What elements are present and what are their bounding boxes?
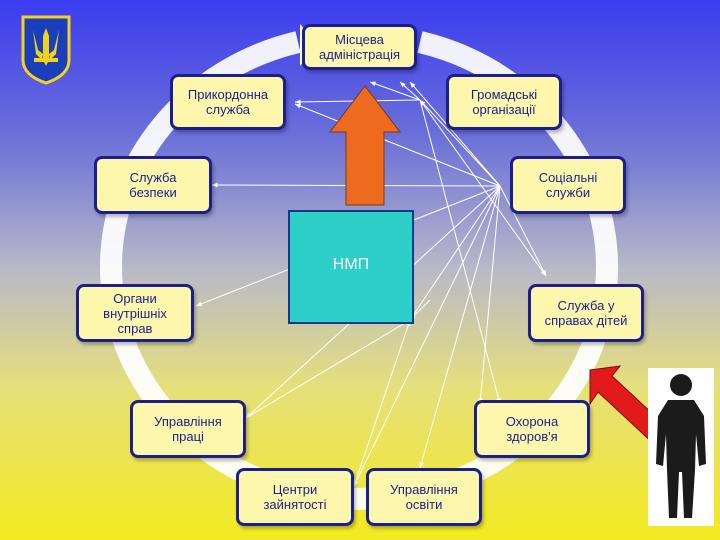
node-public-orgs[interactable]: Громадські організації: [446, 74, 562, 130]
node-social-services[interactable]: Соціальні служби: [510, 156, 626, 214]
connector-line: [245, 319, 411, 419]
connector-line: [419, 99, 547, 277]
connector-line: [419, 99, 501, 187]
connector-arrowhead-icon: [410, 82, 416, 88]
node-labor-dept[interactable]: Управління праці: [130, 400, 246, 458]
node-local-admin[interactable]: Місцева адміністрація: [302, 24, 417, 70]
connector-arrowhead-icon: [246, 412, 252, 418]
connector-line: [499, 185, 547, 277]
node-security-service[interactable]: Служба безпеки: [94, 156, 212, 214]
connector-line: [353, 185, 501, 487]
connector-line: [419, 185, 501, 469]
node-education-dept[interactable]: Управління освіти: [366, 468, 482, 526]
ukraine-trident-emblem-icon: [21, 15, 71, 85]
connector-arrowhead-icon: [196, 301, 202, 307]
connector-arrowhead-icon: [420, 100, 426, 106]
connector-arrowhead-icon: [419, 462, 424, 468]
connector-arrowhead-icon: [400, 82, 406, 88]
connector-line: [369, 81, 421, 101]
connector-arrowhead-icon: [370, 81, 376, 87]
connector-arrowhead-icon: [212, 182, 218, 188]
connector-line: [294, 103, 501, 187]
node-employment-centers[interactable]: Центри зайнятості: [236, 468, 354, 526]
connector-arrowhead-icon: [540, 270, 546, 276]
center-box: [288, 210, 414, 324]
node-border-service[interactable]: Прикордонна служба: [170, 74, 286, 130]
connector-line: [479, 185, 501, 405]
person-silhouette-icon: [648, 368, 714, 526]
center-label: НМП: [332, 256, 370, 273]
node-health-care[interactable]: Охорона здоров'я: [474, 400, 590, 458]
node-children-service[interactable]: Служба у справах дітей: [528, 284, 644, 342]
connector-arrowhead-icon: [295, 99, 301, 105]
connector-line: [409, 185, 501, 321]
connector-line: [409, 81, 501, 187]
up-arrow-icon: [328, 85, 402, 206]
connector-arrowhead-icon: [354, 480, 359, 486]
connector-line: [353, 319, 411, 487]
connector-line: [419, 99, 501, 405]
connector-arrowhead-icon: [295, 103, 301, 109]
node-internal-affairs[interactable]: Органи внутрішніх справ: [76, 284, 194, 342]
